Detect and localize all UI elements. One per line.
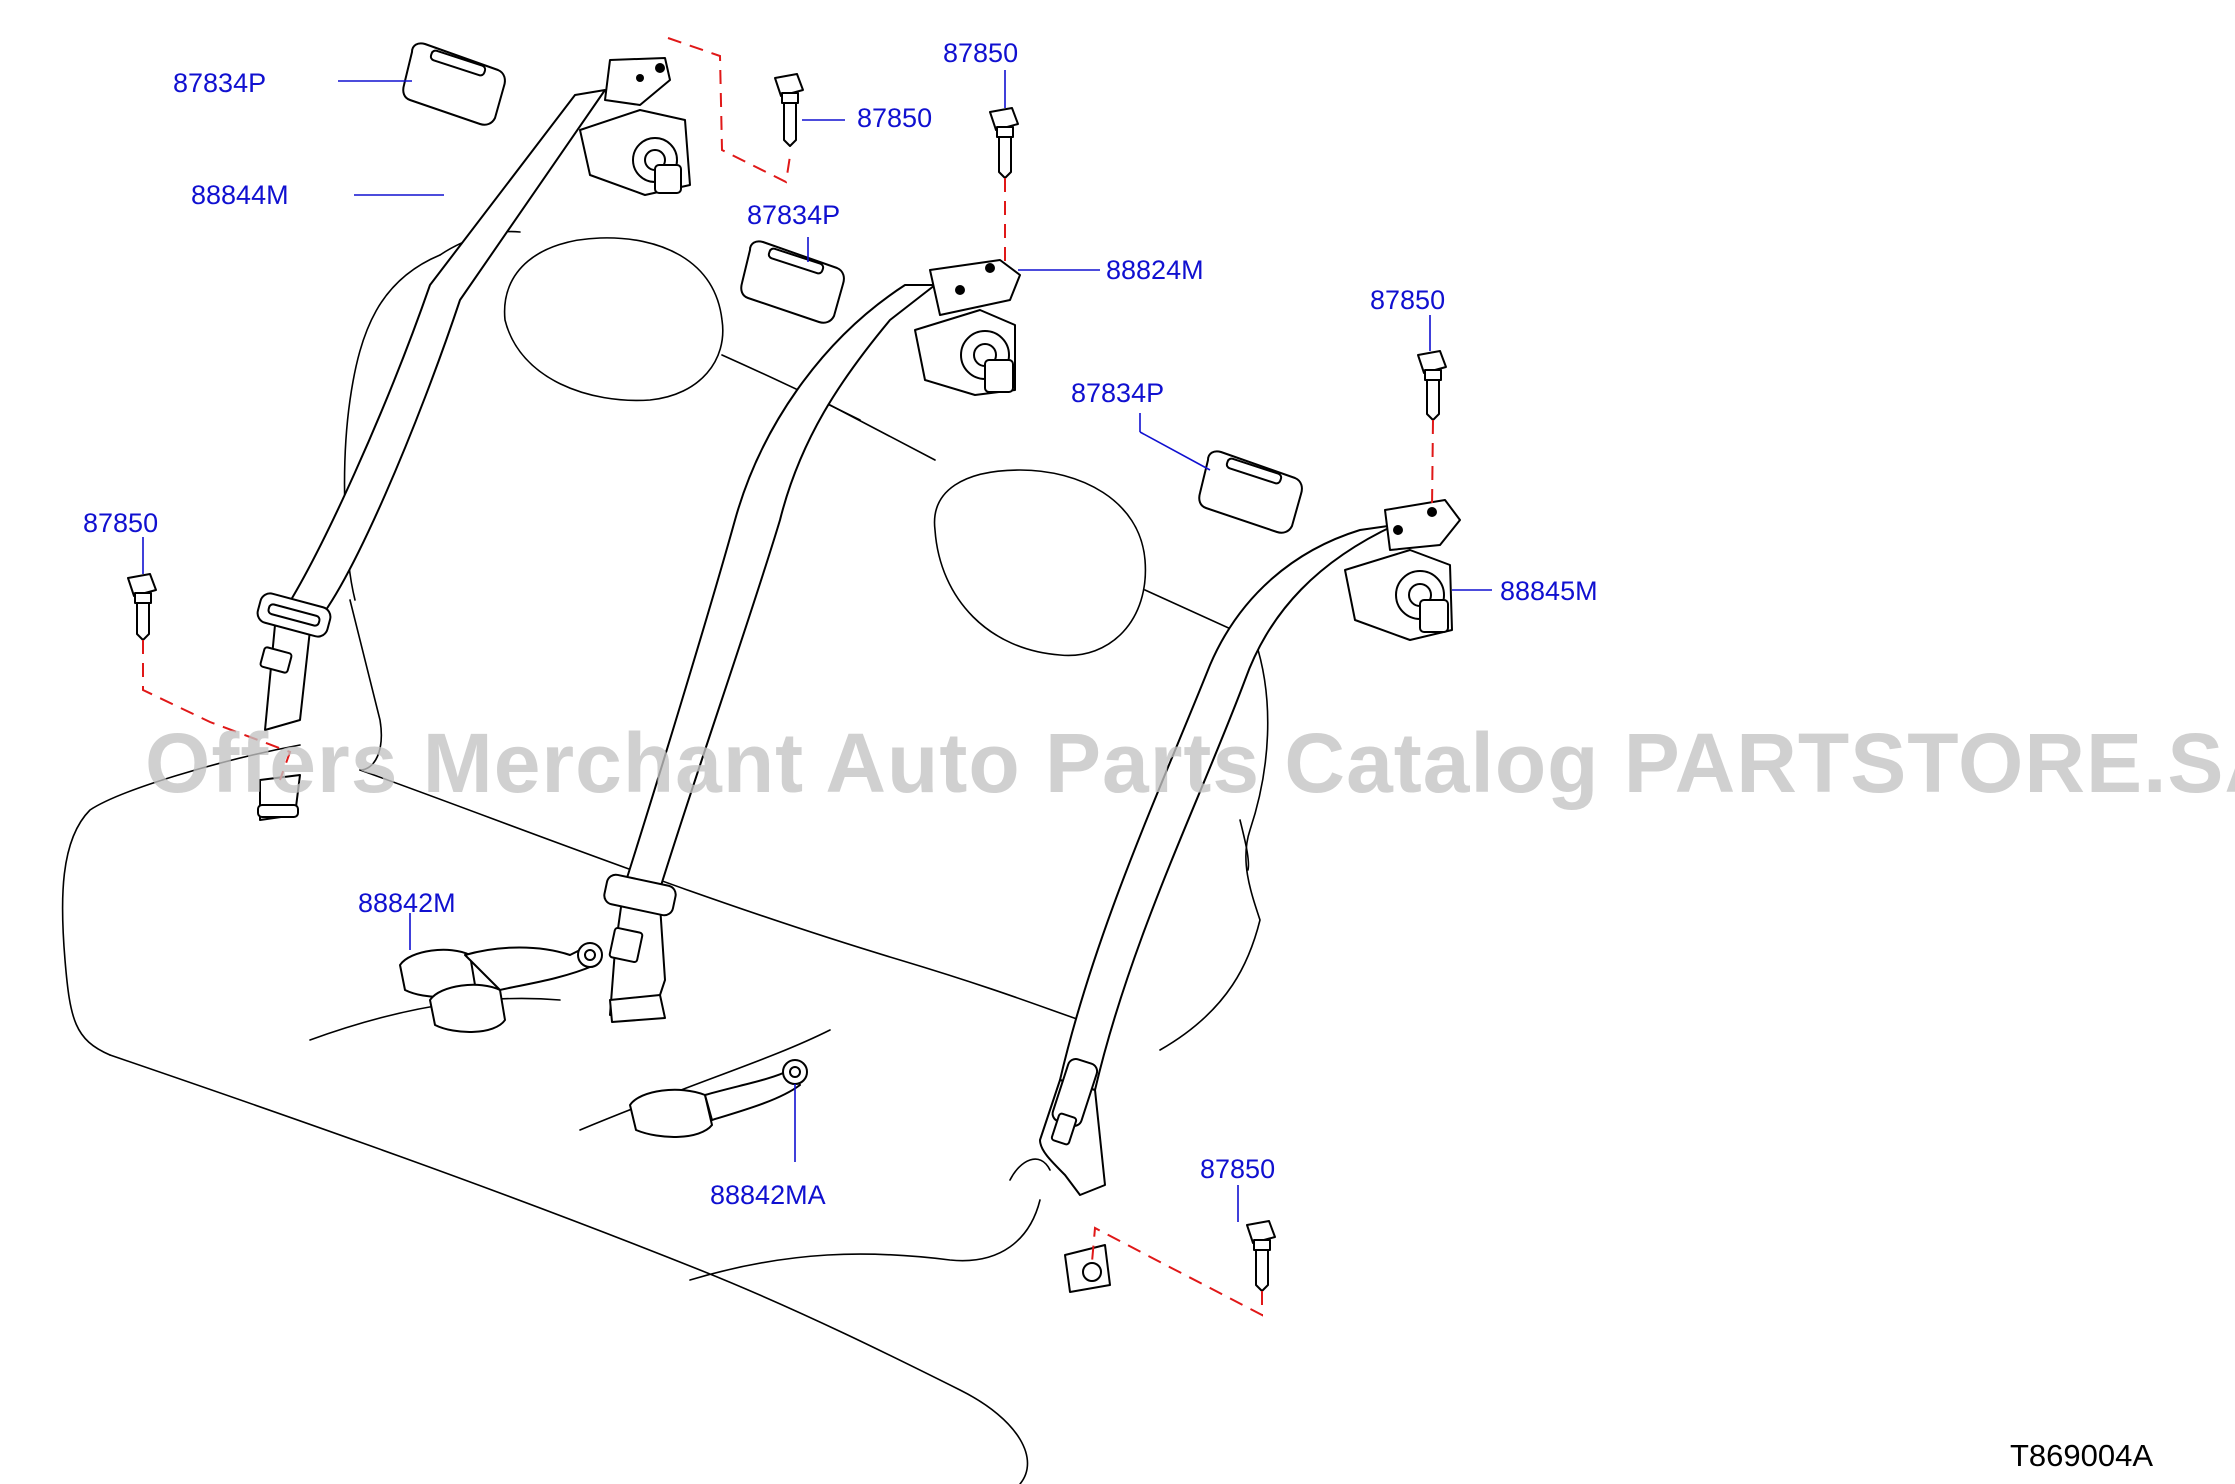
center-belt-guide: [603, 873, 677, 1023]
label-trim-center: 87834P: [747, 200, 840, 230]
leader-lines: [142, 70, 1492, 1222]
right-belt-webbing: [1039, 524, 1396, 1196]
bolt-left: [127, 573, 157, 641]
bolt-right-top: [1417, 350, 1447, 421]
right-retractor: [1344, 499, 1461, 641]
bolt-right-bottom: [1246, 1220, 1276, 1292]
center-retractor: [914, 259, 1021, 396]
label-buckle-double: 88842M: [358, 888, 456, 918]
part-labels: 87834P 87850 87850 88844M 87834P 88824M …: [83, 38, 1598, 1210]
label-bolt-left: 87850: [83, 508, 158, 538]
left-belt-guide: [256, 592, 332, 674]
label-trim-right: 87834P: [1071, 378, 1164, 408]
label-retractor-center: 88824M: [1106, 255, 1204, 285]
label-bolt-top-left: 87850: [857, 103, 932, 133]
label-buckle-single: 88842MA: [710, 1180, 826, 1210]
right-belt-guide: [1050, 1058, 1099, 1146]
watermark: Offers Merchant Auto Parts Catalog PARTS…: [145, 716, 2235, 810]
bolt-top-center: [989, 107, 1019, 179]
single-buckle: [629, 1059, 808, 1138]
label-trim-left: 87834P: [173, 68, 266, 98]
diagram-code: T869004A: [2010, 1438, 2153, 1473]
assembly-dashed-lines: [142, 37, 1434, 1317]
trim-cover-right: [1198, 450, 1303, 534]
double-buckle: [399, 942, 603, 1033]
label-bolt-top-center: 87850: [943, 38, 1018, 68]
bolt-top-left: [774, 73, 804, 147]
label-bolt-right-bottom: 87850: [1200, 1154, 1275, 1184]
trim-cover-left: [402, 42, 506, 126]
left-anchor-plate: [257, 774, 301, 821]
right-anchor-plate: [1064, 1244, 1111, 1293]
label-retractor-right: 88845M: [1500, 576, 1598, 606]
label-bolt-right-top: 87850: [1370, 285, 1445, 315]
left-retractor: [579, 57, 691, 196]
trim-cover-center: [740, 240, 845, 324]
label-belt-left: 88844M: [191, 180, 289, 210]
